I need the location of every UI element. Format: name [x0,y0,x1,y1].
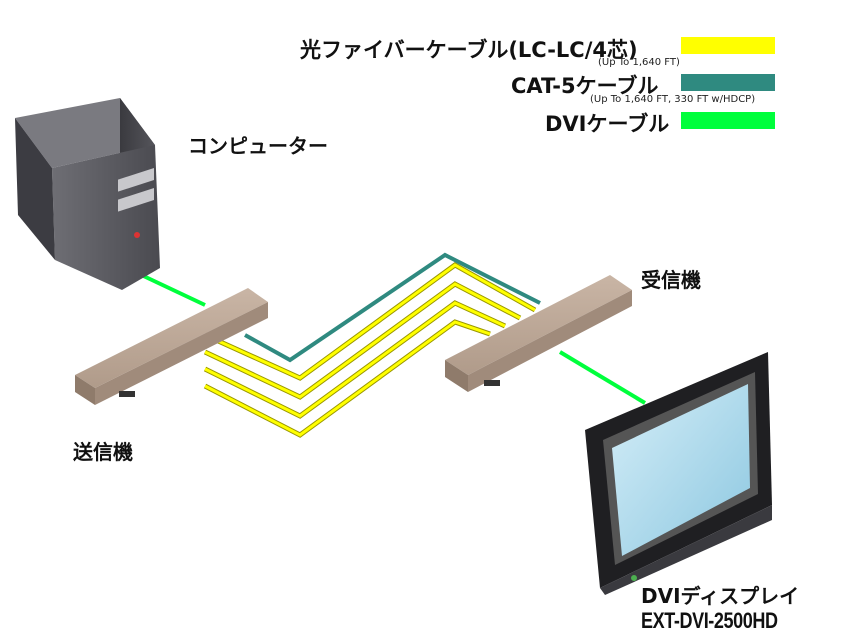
sender-unit [75,288,268,405]
fiber-cables [203,262,537,438]
receiver-label: 受信機 [641,268,701,292]
dvi-display [585,352,772,595]
dvi-cable-left [134,270,206,307]
legend-cat5-label: CAT-5ケーブル [511,74,659,98]
legend-cat5-note: (Up To 1,640 FT, 330 FT w/HDCP) [590,94,756,105]
legend-dvi-label: DVIケーブル [545,112,670,136]
legend-fiber-label: 光ファイバーケーブル(LC-LC/4芯) [300,38,638,62]
cat5-cable [244,252,541,363]
computer-tower [15,98,160,290]
sender-label: 送信機 [73,440,133,464]
display-label: DVIディスプレイ [641,584,800,608]
legend-fiber-swatch [681,37,775,54]
legend-cat5-swatch [681,74,775,91]
computer-label: コンピューター [188,134,328,158]
model-number: EXT-DVI-2500HD [641,608,778,633]
legend-dvi-swatch [681,112,775,129]
receiver-unit [445,275,632,392]
dvi-cable-right [558,350,647,405]
legend-fiber-note: (Up To 1,640 FT) [598,57,680,68]
